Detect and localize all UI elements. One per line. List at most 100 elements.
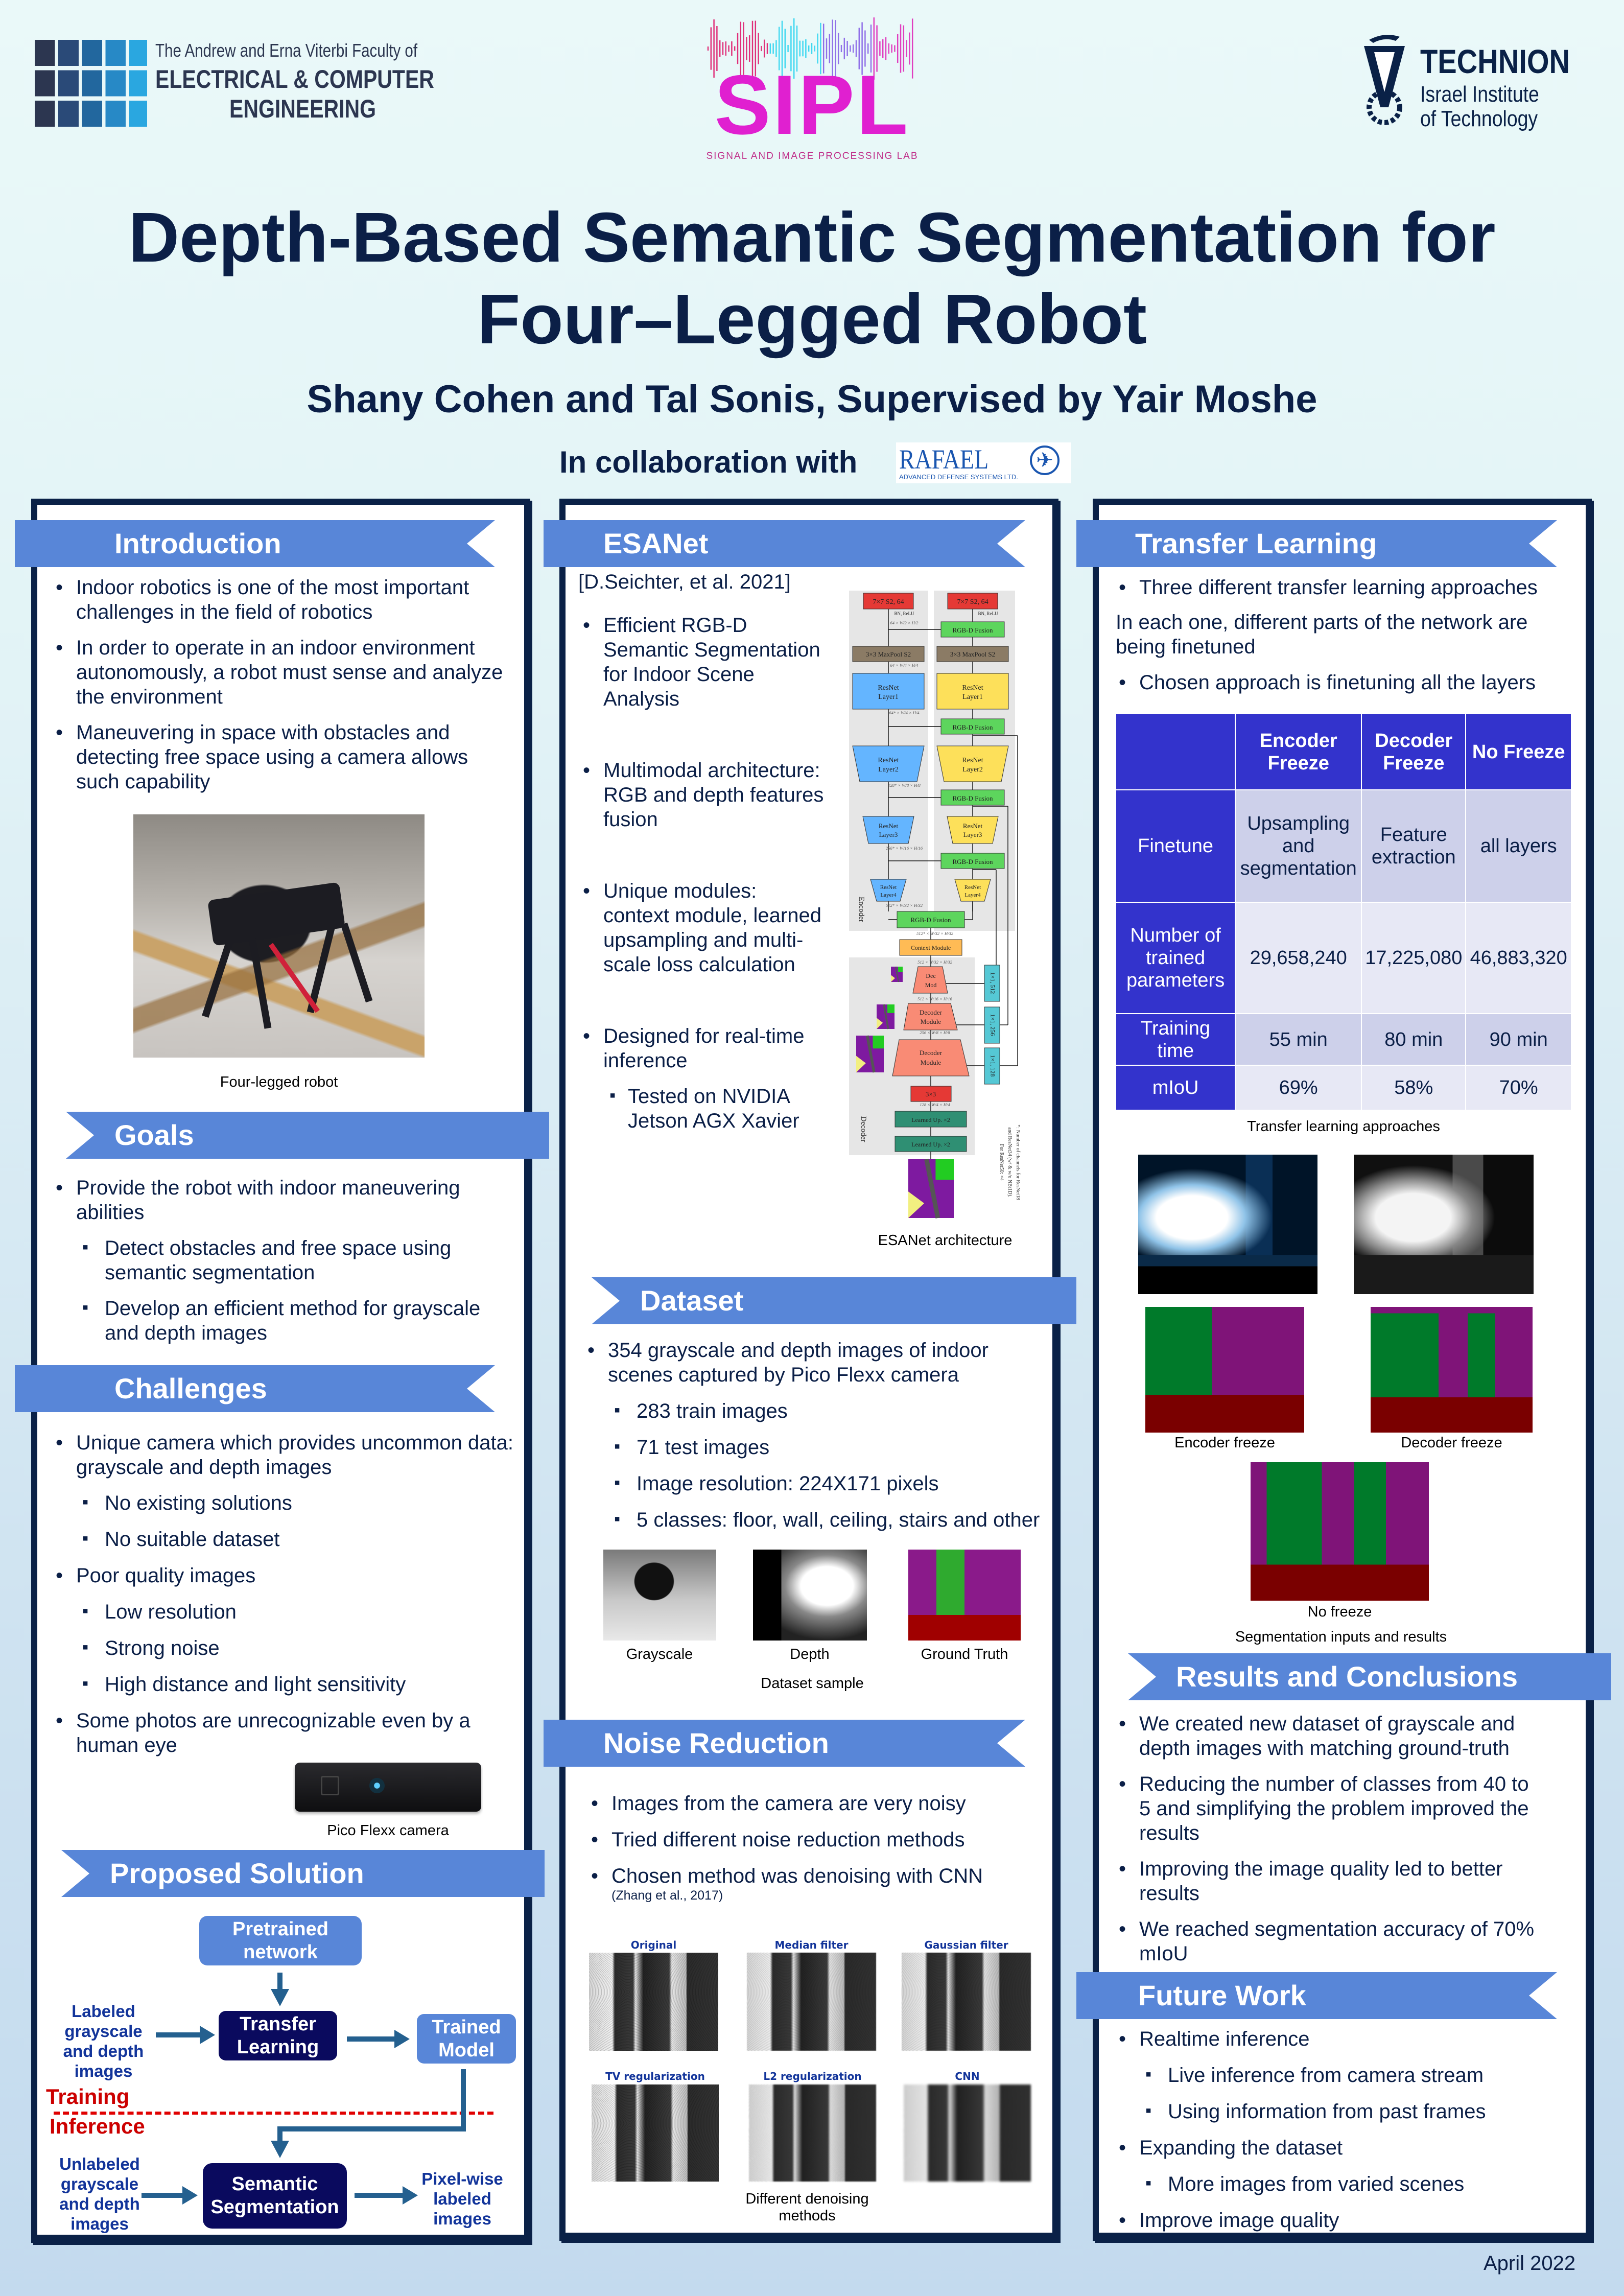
- result-label: No freeze: [1307, 1604, 1372, 1620]
- arrow-shaft: [347, 2036, 395, 2042]
- learned-upsample-box: [895, 1111, 967, 1128]
- list-item: We reached segmentation accuracy of 70% …: [1119, 1917, 1538, 1966]
- robot-leg: [340, 922, 373, 1003]
- dimension-label: 128* × W/8 × H/8: [888, 783, 921, 788]
- segmentation-output-region: [887, 1004, 895, 1013]
- grayscale-sample-image: [603, 1550, 716, 1641]
- sub-list-item: No existing solutions: [56, 1490, 515, 1515]
- resnet-layer2-rgb: [852, 745, 925, 782]
- resnet-layer1-depth: [936, 673, 1009, 710]
- resnet-layer-label: Layer2: [878, 766, 899, 774]
- semantic-segmentation-box: Semantic Segmentation: [203, 2163, 347, 2229]
- dimension-label: 512* × W/32 × H/32: [886, 903, 923, 908]
- trained-model-box: Trained Model: [417, 2014, 516, 2064]
- esanet-caption: ESANet architecture: [878, 1232, 1013, 1249]
- input-image-gray: [1354, 1155, 1534, 1294]
- table-caption: Transfer learning approaches: [1247, 1118, 1440, 1135]
- proposed-solution-title: Proposed Solution: [110, 1857, 364, 1889]
- robot-strap: [269, 943, 320, 1013]
- table-row: Finetune Upsampling and segmentation Fea…: [1115, 789, 1572, 903]
- table-header: [1115, 713, 1236, 790]
- challenges-list: Unique camera which provides uncommon da…: [56, 1431, 515, 1769]
- resnet-label: ResNet: [880, 884, 897, 891]
- unlabeled-images-text: Unlabeled grayscale and depth images: [59, 2154, 140, 2233]
- sipl-logo-subtitle: SIGNAL AND IMAGE PROCESSING LAB: [706, 151, 919, 161]
- resnet-layer3-rgb: [862, 816, 914, 844]
- table-row: mIoU 69% 58% 70%: [1115, 1065, 1572, 1111]
- training-inference-divider: [54, 2112, 493, 2115]
- resnet-layer-label: Layer4: [964, 892, 981, 898]
- decoder-label: Decoder: [859, 1116, 867, 1142]
- table-cell: 80 min: [1361, 1013, 1467, 1066]
- sound-wave-icon: [707, 17, 913, 80]
- sub-list-item: Detect obstacles and free space using se…: [56, 1235, 510, 1285]
- skip-conv-box: [984, 1047, 1000, 1085]
- maxpool-label: 3×3 MaxPool S2: [866, 650, 911, 658]
- maxpool-box-rgb: [852, 646, 925, 662]
- list-item: Reducing the number of classes from 40 t…: [1119, 1772, 1538, 1845]
- list-item: Unique camera which provides uncommon da…: [56, 1431, 515, 1480]
- list-item: We created new dataset of grayscale and …: [1119, 1712, 1538, 1761]
- decoder-module-label: Module: [921, 1059, 942, 1066]
- method-label: CNN: [955, 2070, 980, 2082]
- denoising-caption: Different denoising methods: [745, 2191, 869, 2224]
- sub-list-item: Develop an efficient method for grayscal…: [56, 1295, 510, 1345]
- resnet-layer1-rgb: [852, 673, 925, 710]
- esanet-title: ESANet: [603, 527, 709, 559]
- noise-reference: (Zhang et al., 2017): [611, 1888, 723, 1903]
- segmentation-output-region: [891, 975, 896, 982]
- noise-reduction-header: Noise Reduction: [544, 1720, 1025, 1767]
- camera-sensor: [321, 1776, 339, 1795]
- labeled-images-text: Labeled grayscale and depth images: [63, 2002, 144, 2080]
- fusion-box: [940, 789, 1005, 806]
- ece-logo-line1: The Andrew and Erna Viterbi Faculty of: [155, 40, 418, 61]
- table-cell: 46,883,320: [1465, 902, 1572, 1014]
- list-item: Designed for real-time inference: [583, 1024, 828, 1073]
- arrow-right-icon: [403, 2186, 418, 2205]
- depth-sample-image: [753, 1550, 867, 1641]
- camera-caption: Pico Flexx camera: [327, 1822, 449, 1839]
- sub-list-item: 71 test images: [587, 1434, 1047, 1460]
- esanet-list: Efficient RGB-D Semantic Segmentation fo…: [583, 613, 828, 1144]
- transfer-paragraph: In each one, different parts of the netw…: [1116, 611, 1528, 658]
- dimension-label: 64 × W/2 × H/2: [890, 620, 919, 625]
- learned-up-label: Learned Up. ×2: [911, 1116, 950, 1123]
- method-label: Gaussian filter: [924, 1939, 1008, 1951]
- poster-title: Depth-Based Semantic Segmentation for Fo…: [0, 197, 1624, 360]
- resnet-layer-label: Layer2: [962, 766, 983, 774]
- sub-list-item: Live inference from camera stream: [1119, 2062, 1568, 2088]
- dataset-header: Dataset: [592, 1277, 1076, 1324]
- arrow-down-icon: [271, 2141, 289, 2158]
- method-label: Original: [630, 1939, 677, 1951]
- method-label: TV regularization: [605, 2070, 705, 2082]
- encoder-label: Encoder: [857, 897, 865, 922]
- segmentation-output-region: [908, 1191, 925, 1218]
- list-item: Three different transfer learning approa…: [1119, 575, 1568, 600]
- pico-flexx-camera-photo: [293, 1758, 483, 1816]
- rafael-logo: RAFAEL ✈ ADVANCED DEFENSE SYSTEMS LTD.: [896, 442, 1071, 483]
- decoder-module-label: Decoder: [920, 1049, 943, 1057]
- table-cell: 90 min: [1465, 1013, 1572, 1066]
- denoise-gaussian-image: [902, 1953, 1031, 2051]
- dataset-image-label: Ground Truth: [921, 1646, 1008, 1662]
- goals-header: Goals: [66, 1112, 549, 1159]
- table-row-header: Training time: [1115, 1013, 1236, 1066]
- decoder-module-label: Decoder: [920, 1009, 943, 1016]
- segmentation-output-region: [873, 1036, 884, 1049]
- transfer-learning-header: Transfer Learning: [1076, 520, 1557, 567]
- table-row-header: Number of trained parameters: [1115, 902, 1236, 1014]
- arrow-shaft: [277, 1973, 283, 1990]
- table-cell: Feature extraction: [1361, 789, 1467, 903]
- rafael-plane-icon: ✈: [1030, 446, 1060, 475]
- table-cell: all layers: [1465, 789, 1572, 903]
- segmentation-output-region: [898, 967, 903, 972]
- connector-line: [277, 2126, 466, 2131]
- proposed-solution-header: Proposed Solution: [61, 1850, 545, 1897]
- denoise-l2-image: [749, 2084, 876, 2182]
- pixelwise-labeled-text: Pixel-wise labeled images: [421, 2169, 503, 2228]
- list-item: Realtime inference: [1119, 2027, 1568, 2051]
- training-label: Training: [46, 2084, 130, 2108]
- dimension-label: 64* × W/4 × H/4: [889, 710, 920, 715]
- table-header: Decoder Freeze: [1361, 713, 1467, 790]
